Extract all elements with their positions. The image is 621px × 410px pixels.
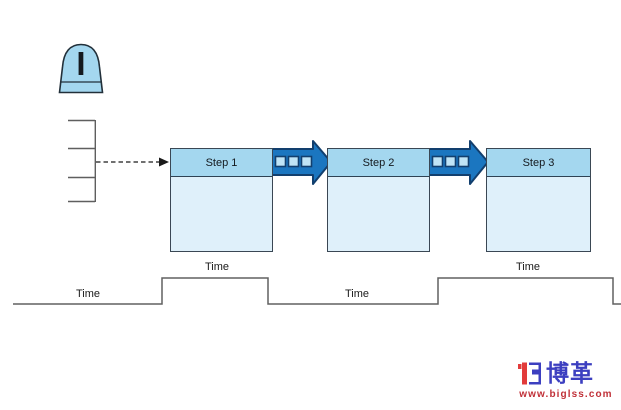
step-box-3: Step 3 [486, 148, 591, 252]
data-rows-bracket-icon [68, 119, 96, 203]
time-label-3: Time [344, 288, 370, 300]
step-box-2-header: Step 2 [328, 149, 429, 177]
brand-name: 博革 [546, 360, 594, 386]
step-box-1-label: Step 1 [205, 156, 238, 169]
step-box-3-label: Step 3 [522, 156, 555, 169]
inventory-icon: I [58, 43, 104, 94]
time-label-2: Time [204, 261, 230, 273]
push-arrow-1-icon [271, 140, 332, 185]
step-box-1: Step 1 [170, 148, 273, 252]
brand-url: www.biglss.com [519, 389, 613, 400]
dashed-arrow-icon [96, 157, 169, 167]
step-box-3-header: Step 3 [487, 149, 590, 177]
step-box-1-header: Step 1 [171, 149, 272, 177]
watermark-brand-row: 博革 [516, 360, 616, 387]
time-label-4: Time [515, 261, 541, 273]
biglss-logo-icon [518, 362, 541, 385]
time-label-1: Time [75, 288, 101, 300]
inventory-label: I [76, 45, 85, 82]
step-box-2: Step 2 [327, 148, 430, 252]
timeline-line [13, 277, 621, 305]
watermark: 博革 www.biglss.com [516, 360, 616, 400]
push-arrow-2-icon [428, 140, 489, 185]
step-box-2-label: Step 2 [362, 156, 395, 169]
